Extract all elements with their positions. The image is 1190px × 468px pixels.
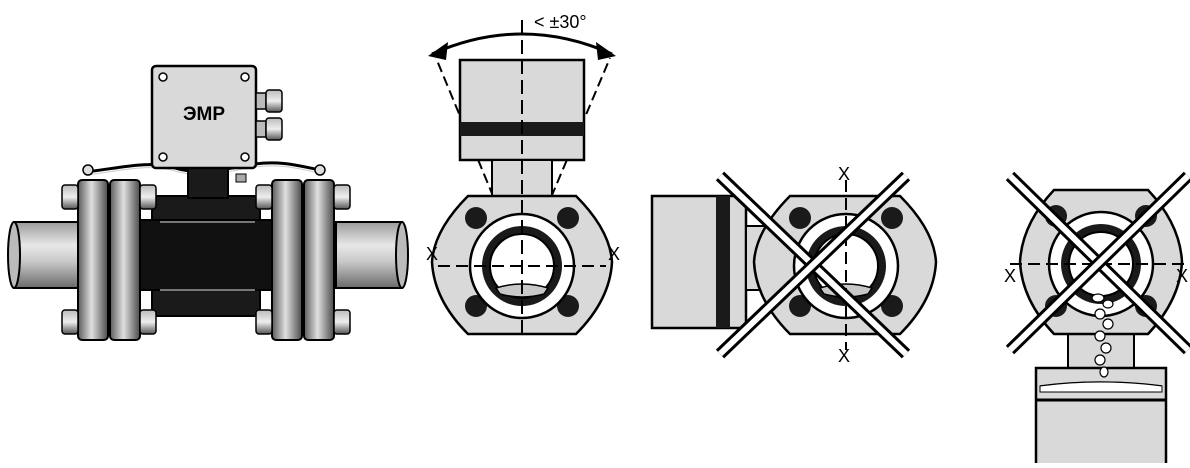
axis-marker-top: X	[838, 164, 850, 184]
flange-left-inner	[109, 179, 141, 341]
flange-bolts	[61, 184, 351, 335]
angle-label: < ±30°	[534, 12, 587, 32]
axis-marker-bottom: X	[838, 346, 850, 366]
converter-neck	[187, 167, 229, 199]
pipe-right	[335, 221, 403, 289]
device-label: ЭМР	[183, 104, 225, 125]
sediment-drops	[1091, 293, 1114, 378]
axis-marker-left-4: X	[1004, 266, 1016, 286]
cable-glands	[255, 89, 283, 141]
flange-right-outer	[303, 179, 335, 341]
flange-right-inner	[271, 179, 303, 341]
side-view-figure: ЭМР	[7, 64, 409, 341]
flange-left-outer	[77, 179, 109, 341]
pipe-left	[13, 221, 85, 289]
correct-orientation-figure: < ±30° X X	[426, 12, 620, 340]
incorrect-downward-figure: X X	[1004, 171, 1190, 468]
converter-box	[150, 64, 258, 170]
incorrect-horizontal-figure: X X	[650, 164, 938, 366]
axis-marker-right: X	[608, 244, 620, 264]
axis-marker-right-4: X	[1176, 266, 1188, 286]
axis-marker-left: X	[426, 244, 438, 264]
